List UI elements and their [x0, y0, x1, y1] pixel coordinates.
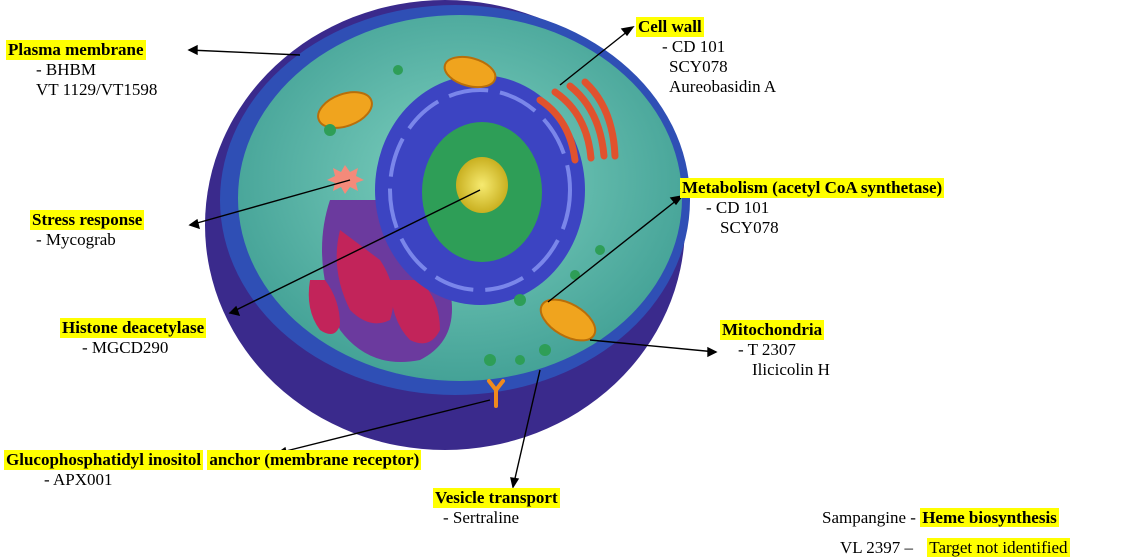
gpi-anchor-label: Glucophosphatidyl inositol anchor (membr… [4, 450, 421, 490]
stress-response-label: Stress response - Mycograb [30, 210, 144, 250]
plasma-membrane-label: Plasma membrane - BHBM VT 1129/VT1598 [6, 40, 157, 100]
plasma-membrane-item: VT 1129/VT1598 [6, 80, 157, 100]
mitochondria-item: Ilicicolin H [720, 360, 830, 380]
legend-row-1: Sampangine - Heme biosynthesis [822, 508, 1059, 528]
histone-deacetylase-title: Histone deacetylase [60, 318, 206, 338]
legend-drug: VL 2397 – [840, 538, 913, 557]
histone-deacetylase-label: Histone deacetylase - MGCD290 [60, 318, 206, 358]
legend-row-2: VL 2397 – Target not identified [840, 538, 1070, 558]
vesicle-transport-title: Vesicle transport [433, 488, 560, 508]
mitochondria-title: Mitochondria [720, 320, 824, 340]
metabolism-title: Metabolism (acetyl CoA synthetase) [680, 178, 944, 198]
gpi-anchor-title-line1: Glucophosphatidyl inositol [4, 450, 203, 470]
legend-drug: Sampangine - [822, 508, 916, 527]
stress-response-title: Stress response [30, 210, 144, 230]
plasma-membrane-item: - BHBM [6, 60, 157, 80]
vesicle-transport-label: Vesicle transport - Sertraline [433, 488, 560, 528]
cell-wall-title: Cell wall [636, 17, 704, 37]
legend-target: Target not identified [927, 538, 1069, 557]
vesicle-transport-item: - Sertraline [433, 508, 560, 528]
metabolism-item: - CD 101 [680, 198, 944, 218]
nucleolus [456, 157, 508, 213]
histone-deacetylase-item: - MGCD290 [60, 338, 206, 358]
legend-target: Heme biosynthesis [920, 508, 1059, 527]
mitochondria-label: Mitochondria - T 2307 Ilicicolin H [720, 320, 830, 380]
cell-wall-item: - CD 101 [636, 37, 776, 57]
cell-wall-label: Cell wall - CD 101 SCY078 Aureobasidin A [636, 17, 776, 97]
mitochondria-item: - T 2307 [720, 340, 830, 360]
metabolism-label: Metabolism (acetyl CoA synthetase) - CD … [680, 178, 944, 238]
stress-response-item: - Mycograb [30, 230, 144, 250]
metabolism-item: SCY078 [680, 218, 944, 238]
cell-wall-item: SCY078 [636, 57, 776, 77]
gpi-anchor-item: - APX001 [4, 470, 421, 490]
plasma-membrane-title: Plasma membrane [6, 40, 146, 60]
gpi-anchor-title-line2: anchor (membrane receptor) [207, 450, 421, 470]
cell-wall-item: Aureobasidin A [636, 77, 776, 97]
